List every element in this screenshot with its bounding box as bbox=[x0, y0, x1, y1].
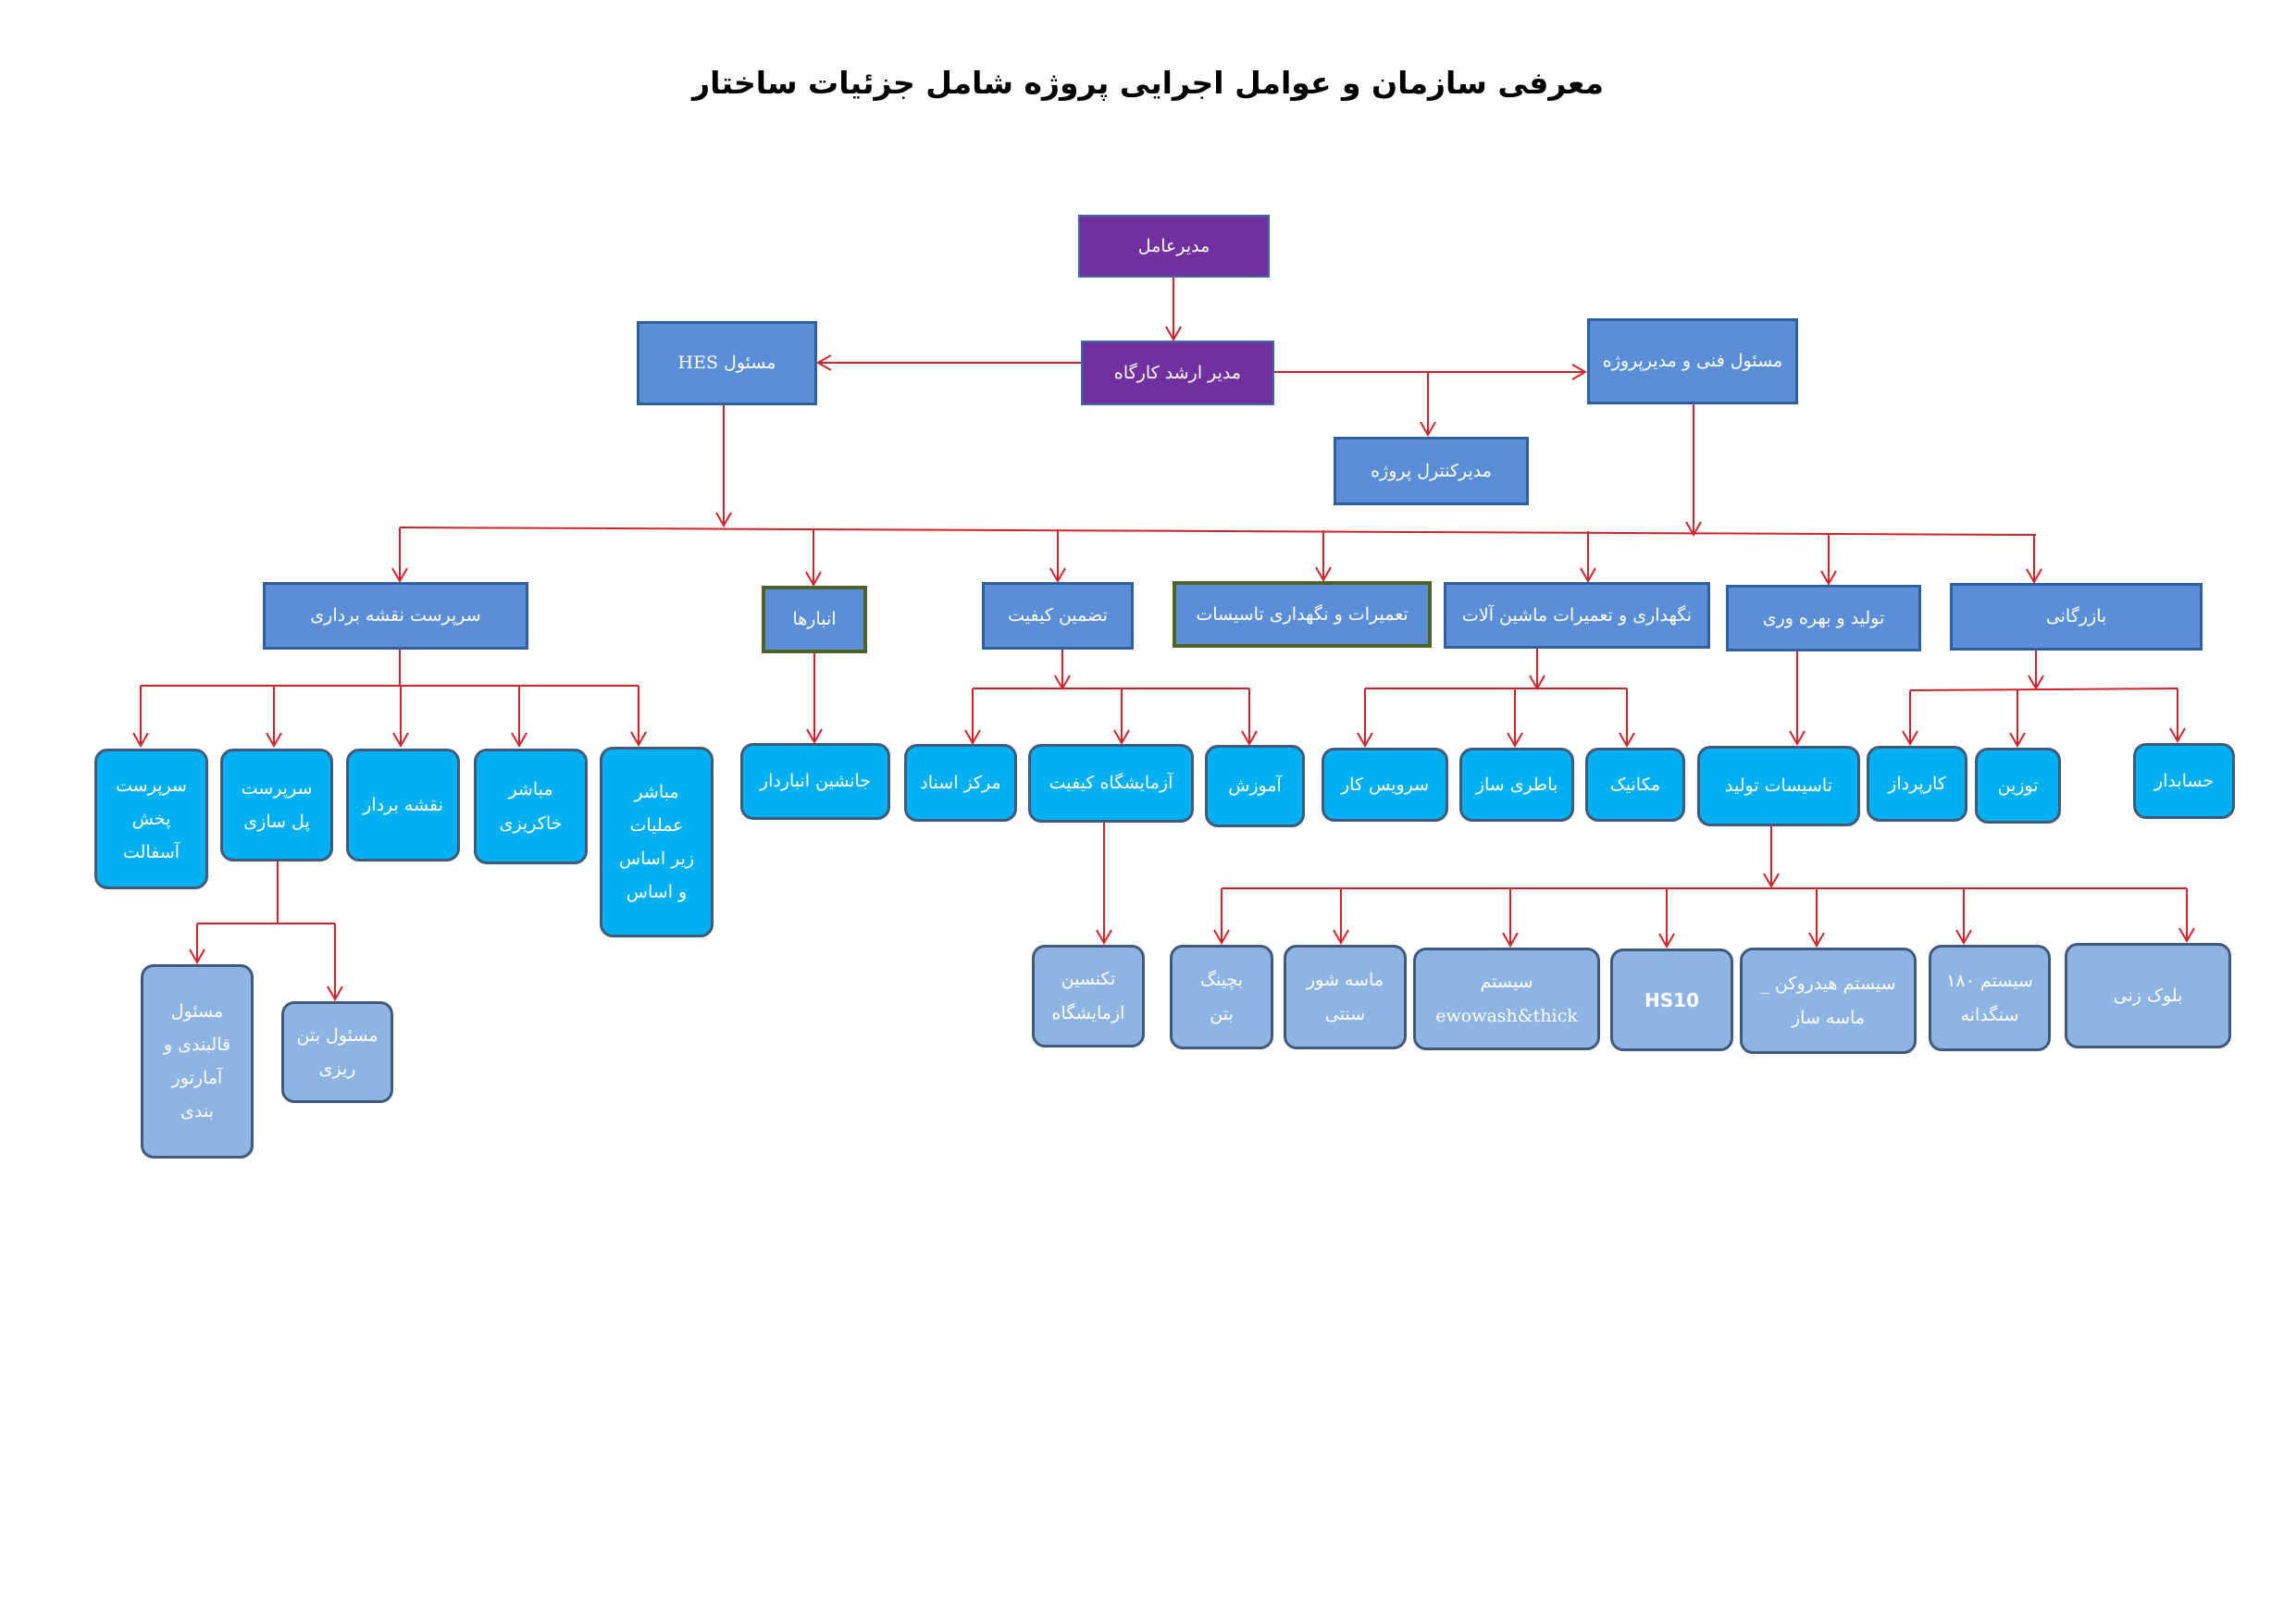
page-title: معرفی سازمان و عوامل اجرایی پروژه شامل ج… bbox=[692, 65, 1604, 101]
node-production-facilities: تاسیسات تولید bbox=[1697, 746, 1860, 826]
node-document-center: مرکز اسناد bbox=[904, 744, 1017, 822]
node-lab-technician: تکنسین ازمایشگاه bbox=[1032, 945, 1145, 1048]
node-earthwork-supervisor: مباشر خاکریزی bbox=[474, 749, 588, 864]
node-facility-maintenance: تعمیرات و نگهداری تاسیسات bbox=[1173, 581, 1432, 648]
node-hes-officer: مسئول HES bbox=[637, 321, 817, 405]
node-block-making: بلوک زنی bbox=[2065, 943, 2231, 1048]
node-ewowash-system: سیستم ewowash&thick bbox=[1413, 948, 1600, 1050]
node-mechanic: مکانیک bbox=[1585, 748, 1685, 822]
node-expediter: کارپرداز bbox=[1867, 746, 1967, 822]
node-production-productivity: تولید و بهره وری bbox=[1726, 585, 1921, 651]
node-technical-pm: مسئول فنی و مدیرپروژه bbox=[1587, 318, 1798, 404]
node-quality-lab: آزمایشگاه کیفیت bbox=[1028, 744, 1194, 823]
node-senior-site-manager: مدیر ارشد کارگاه bbox=[1081, 341, 1274, 405]
node-commerce: بازرگانی bbox=[1950, 583, 2203, 651]
node-formwork-rebar: مسئول قالبندی و آمارتور بندی bbox=[141, 964, 254, 1159]
node-warehouses: انبارها bbox=[762, 586, 867, 653]
node-hs10: HS10 bbox=[1610, 948, 1733, 1051]
node-crusher-180: سیستم ۱۸۰ سنگدانه bbox=[1929, 945, 2051, 1051]
node-deputy-storekeeper: جانشین انباردار bbox=[740, 743, 890, 820]
node-machinery-maintenance: نگهداری و تعمیرات ماشین آلات bbox=[1444, 582, 1710, 649]
node-weighing: توزین bbox=[1975, 748, 2061, 824]
node-surveyor: نقشه بردار bbox=[346, 749, 460, 862]
node-battery-maker: باطری ساز bbox=[1459, 748, 1574, 822]
node-service-worker: سرویس کار bbox=[1322, 748, 1448, 822]
node-traditional-sand-wash: ماسه شور سنتی bbox=[1284, 945, 1407, 1049]
node-asphalt-supervisor: سرپرست پخش آسفالت bbox=[94, 749, 208, 889]
node-subbase-supervisor: مباشر عملیات زیر اساس و اساس bbox=[600, 747, 714, 937]
node-project-control: مدیرکنترل پروژه bbox=[1334, 437, 1529, 505]
node-batching-plant: بچینگ بتن bbox=[1170, 945, 1273, 1049]
node-bridge-supervisor: سرپرست پل سازی bbox=[220, 749, 333, 862]
node-survey-supervisor: سرپرست نقشه برداری bbox=[263, 582, 528, 650]
node-accountant: حسابدار bbox=[2133, 743, 2235, 819]
node-ceo: مدیرعامل bbox=[1078, 215, 1270, 278]
node-quality-assurance: تضمین کیفیت bbox=[982, 582, 1134, 650]
node-hydrocone-system: سیستم هیدروکن _ ماسه ساز bbox=[1740, 948, 1917, 1054]
node-training: آموزش bbox=[1205, 745, 1305, 827]
node-concreting: مسئول بتن ریزی bbox=[281, 1001, 393, 1103]
